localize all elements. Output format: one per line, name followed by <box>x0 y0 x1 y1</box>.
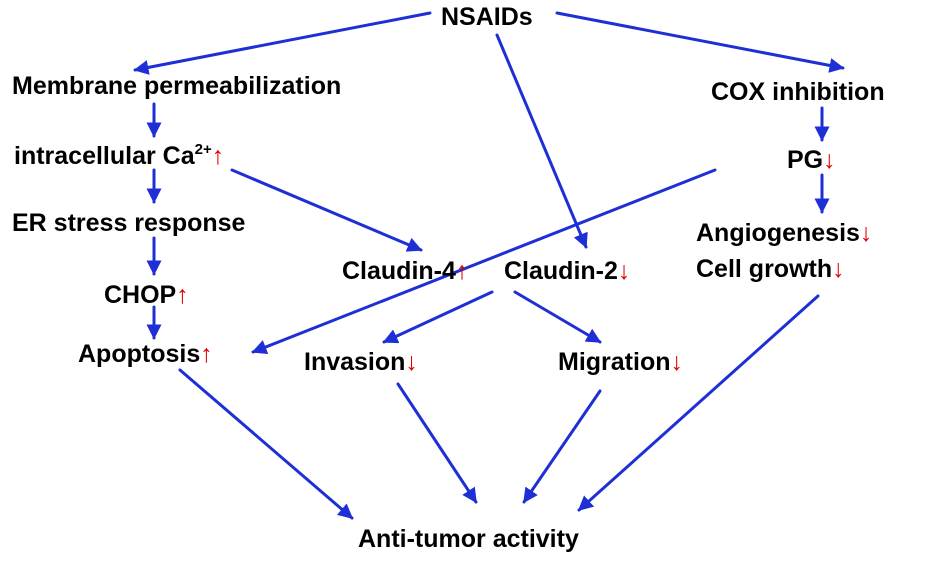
edge-cell-growth-to-antitumor <box>577 294 820 512</box>
edge-group <box>133 11 845 520</box>
node-apoptosis-label: Apoptosis <box>78 340 201 368</box>
edge-nsaids-to-claudin2 <box>495 33 588 249</box>
node-membrane-permeabilization: Membrane permeabilization <box>12 71 341 101</box>
down-arrow-icon: ↓ <box>859 219 873 247</box>
down-arrow-icon: ↓ <box>670 348 684 376</box>
node-antitumor-label: Anti-tumor activity <box>358 525 579 553</box>
node-migration-label: Migration <box>558 348 671 376</box>
edge-apoptosis-to-antitumor <box>178 368 354 520</box>
node-invasion-label: Invasion <box>304 348 406 376</box>
node-cell-growth-label: Cell growth <box>696 255 833 283</box>
node-cox-inhibition: COX inhibition <box>711 77 885 107</box>
node-er-stress-label: ER stress response <box>12 209 246 237</box>
node-pg-label: PG <box>787 146 824 174</box>
edge-claudin4-to-invasion <box>382 290 494 344</box>
node-membrane-label: Membrane permeabilization <box>12 72 342 100</box>
down-arrow-icon: ↓ <box>823 146 836 174</box>
node-nsaids: NSAIDs <box>441 2 533 32</box>
node-chop: CHOP↑ <box>104 280 189 310</box>
node-cell-growth: Cell growth↓ <box>696 254 845 284</box>
up-arrow-icon: ↑ <box>176 281 189 309</box>
node-intracellular-calcium: intracellular Ca2+↑ <box>14 141 224 171</box>
node-migration: Migration↓ <box>558 347 683 377</box>
edge-nsaids-to-cox <box>555 11 845 73</box>
edge-calcium-to-claudin4 <box>230 168 423 252</box>
node-claudin-4: Claudin-4↑ <box>342 256 468 286</box>
node-claudin2-label: Claudin-2 <box>504 257 618 285</box>
node-angiogenesis-label: Angiogenesis <box>696 219 860 247</box>
node-calcium-label: intracellular Ca <box>14 142 195 170</box>
edge-migration-to-antitumor <box>522 389 602 504</box>
up-arrow-icon: ↑ <box>455 257 469 285</box>
node-pg: PG↓ <box>787 145 836 175</box>
node-er-stress-response: ER stress response <box>12 208 245 238</box>
node-anti-tumor-activity: Anti-tumor activity <box>358 524 579 554</box>
edge-claudin4-to-migration <box>513 290 602 344</box>
node-apoptosis: Apoptosis↑ <box>78 339 213 369</box>
node-cox-label: COX inhibition <box>711 78 885 106</box>
edge-pg-to-apoptosis <box>251 168 717 355</box>
edge-invasion-to-antitumor <box>396 382 478 504</box>
node-invasion: Invasion↓ <box>304 347 418 377</box>
up-arrow-icon: ↑ <box>200 340 213 368</box>
edge-nsaids-to-membrane <box>133 11 432 75</box>
node-angiogenesis: Angiogenesis↓ <box>696 218 872 248</box>
node-calcium-superscript: 2+ <box>194 141 212 158</box>
up-arrow-icon: ↑ <box>211 142 225 170</box>
node-claudin4-label: Claudin-4 <box>342 257 456 285</box>
node-claudin-2: Claudin-2↓ <box>504 256 630 286</box>
down-arrow-icon: ↓ <box>832 255 845 283</box>
node-nsaids-label: NSAIDs <box>441 3 533 31</box>
down-arrow-icon: ↓ <box>617 257 631 285</box>
down-arrow-icon: ↓ <box>405 348 418 376</box>
node-chop-label: CHOP <box>104 281 177 309</box>
